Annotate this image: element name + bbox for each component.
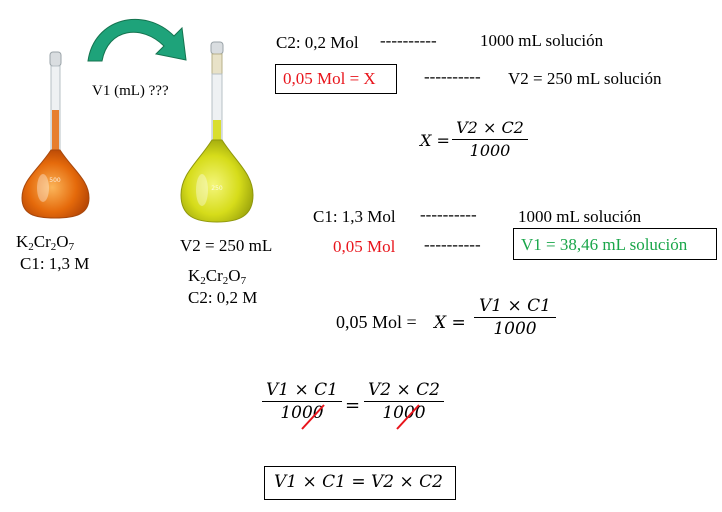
eq1-lhs: X = [420,131,450,150]
eq1-fraction: V2 × C2 1000 [452,118,528,161]
volumetric-flask-orange: 500 [21,51,90,219]
svg-text:250: 250 [211,185,223,192]
left-concentration: C1: 1,3 M [20,254,90,273]
rule4-dashes: ---------- [424,235,481,254]
rule4-left: 0,05 Mol [333,237,396,256]
rule3-dashes: ---------- [420,205,477,224]
svg-text:500: 500 [49,177,61,184]
rule3-left: C1: 1,3 Mol [313,207,396,226]
rule1-right: 1000 mL solución [480,31,604,50]
final-equation-box [264,466,456,500]
eq2-denominator: 1000 [493,319,537,339]
eq3-right-denominator: 1000 [382,403,426,423]
rule1-dashes: ---------- [380,31,437,50]
rule3-right: 1000 mL solución [518,207,642,226]
x-result-box [275,64,397,94]
curved-transfer-arrow-icon [87,19,187,62]
eq2-lhs-var: X = [434,313,466,333]
eq4-text: V1 × C1 = V2 × C2 [274,472,443,492]
right-formula: K2Cr2O7 [188,266,247,287]
eq1-numerator: V2 × C2 [456,118,524,137]
eq3-left-numerator: V1 × C1 [266,380,338,400]
eq2-numerator: V1 × C1 [479,296,551,316]
cancel-stroke-right [396,404,420,430]
eq2-lhs-plain: 0,05 Mol = [336,312,417,332]
eq1-denominator: 1000 [469,141,511,160]
rule2-dashes: ---------- [424,67,481,86]
cancel-stroke-left [301,404,325,430]
eq3-right-numerator: V2 × C2 [368,380,440,400]
right-volume: V2 = 250 mL [180,236,273,255]
eq3-right-fraction: V2 × C2 1000 [364,380,444,423]
right-concentration: C2: 0,2 M [188,288,258,307]
eq3-equals: = [345,395,361,416]
rule2-left: 0,05 Mol = X [283,69,376,88]
rule2-right: V2 = 250 mL solución [508,69,662,88]
rule4-right: V1 = 38,46 mL solución [521,235,688,254]
rule1-left: C2: 0,2 Mol [276,33,359,52]
v1-result-box [513,228,717,260]
left-formula: K2Cr2O7 [16,232,75,253]
eq2-fraction: V1 × C1 1000 [474,296,556,339]
volumetric-flask-yellow: 250 [180,41,254,223]
arrow-label: V1 (mL) ??? [92,83,169,99]
